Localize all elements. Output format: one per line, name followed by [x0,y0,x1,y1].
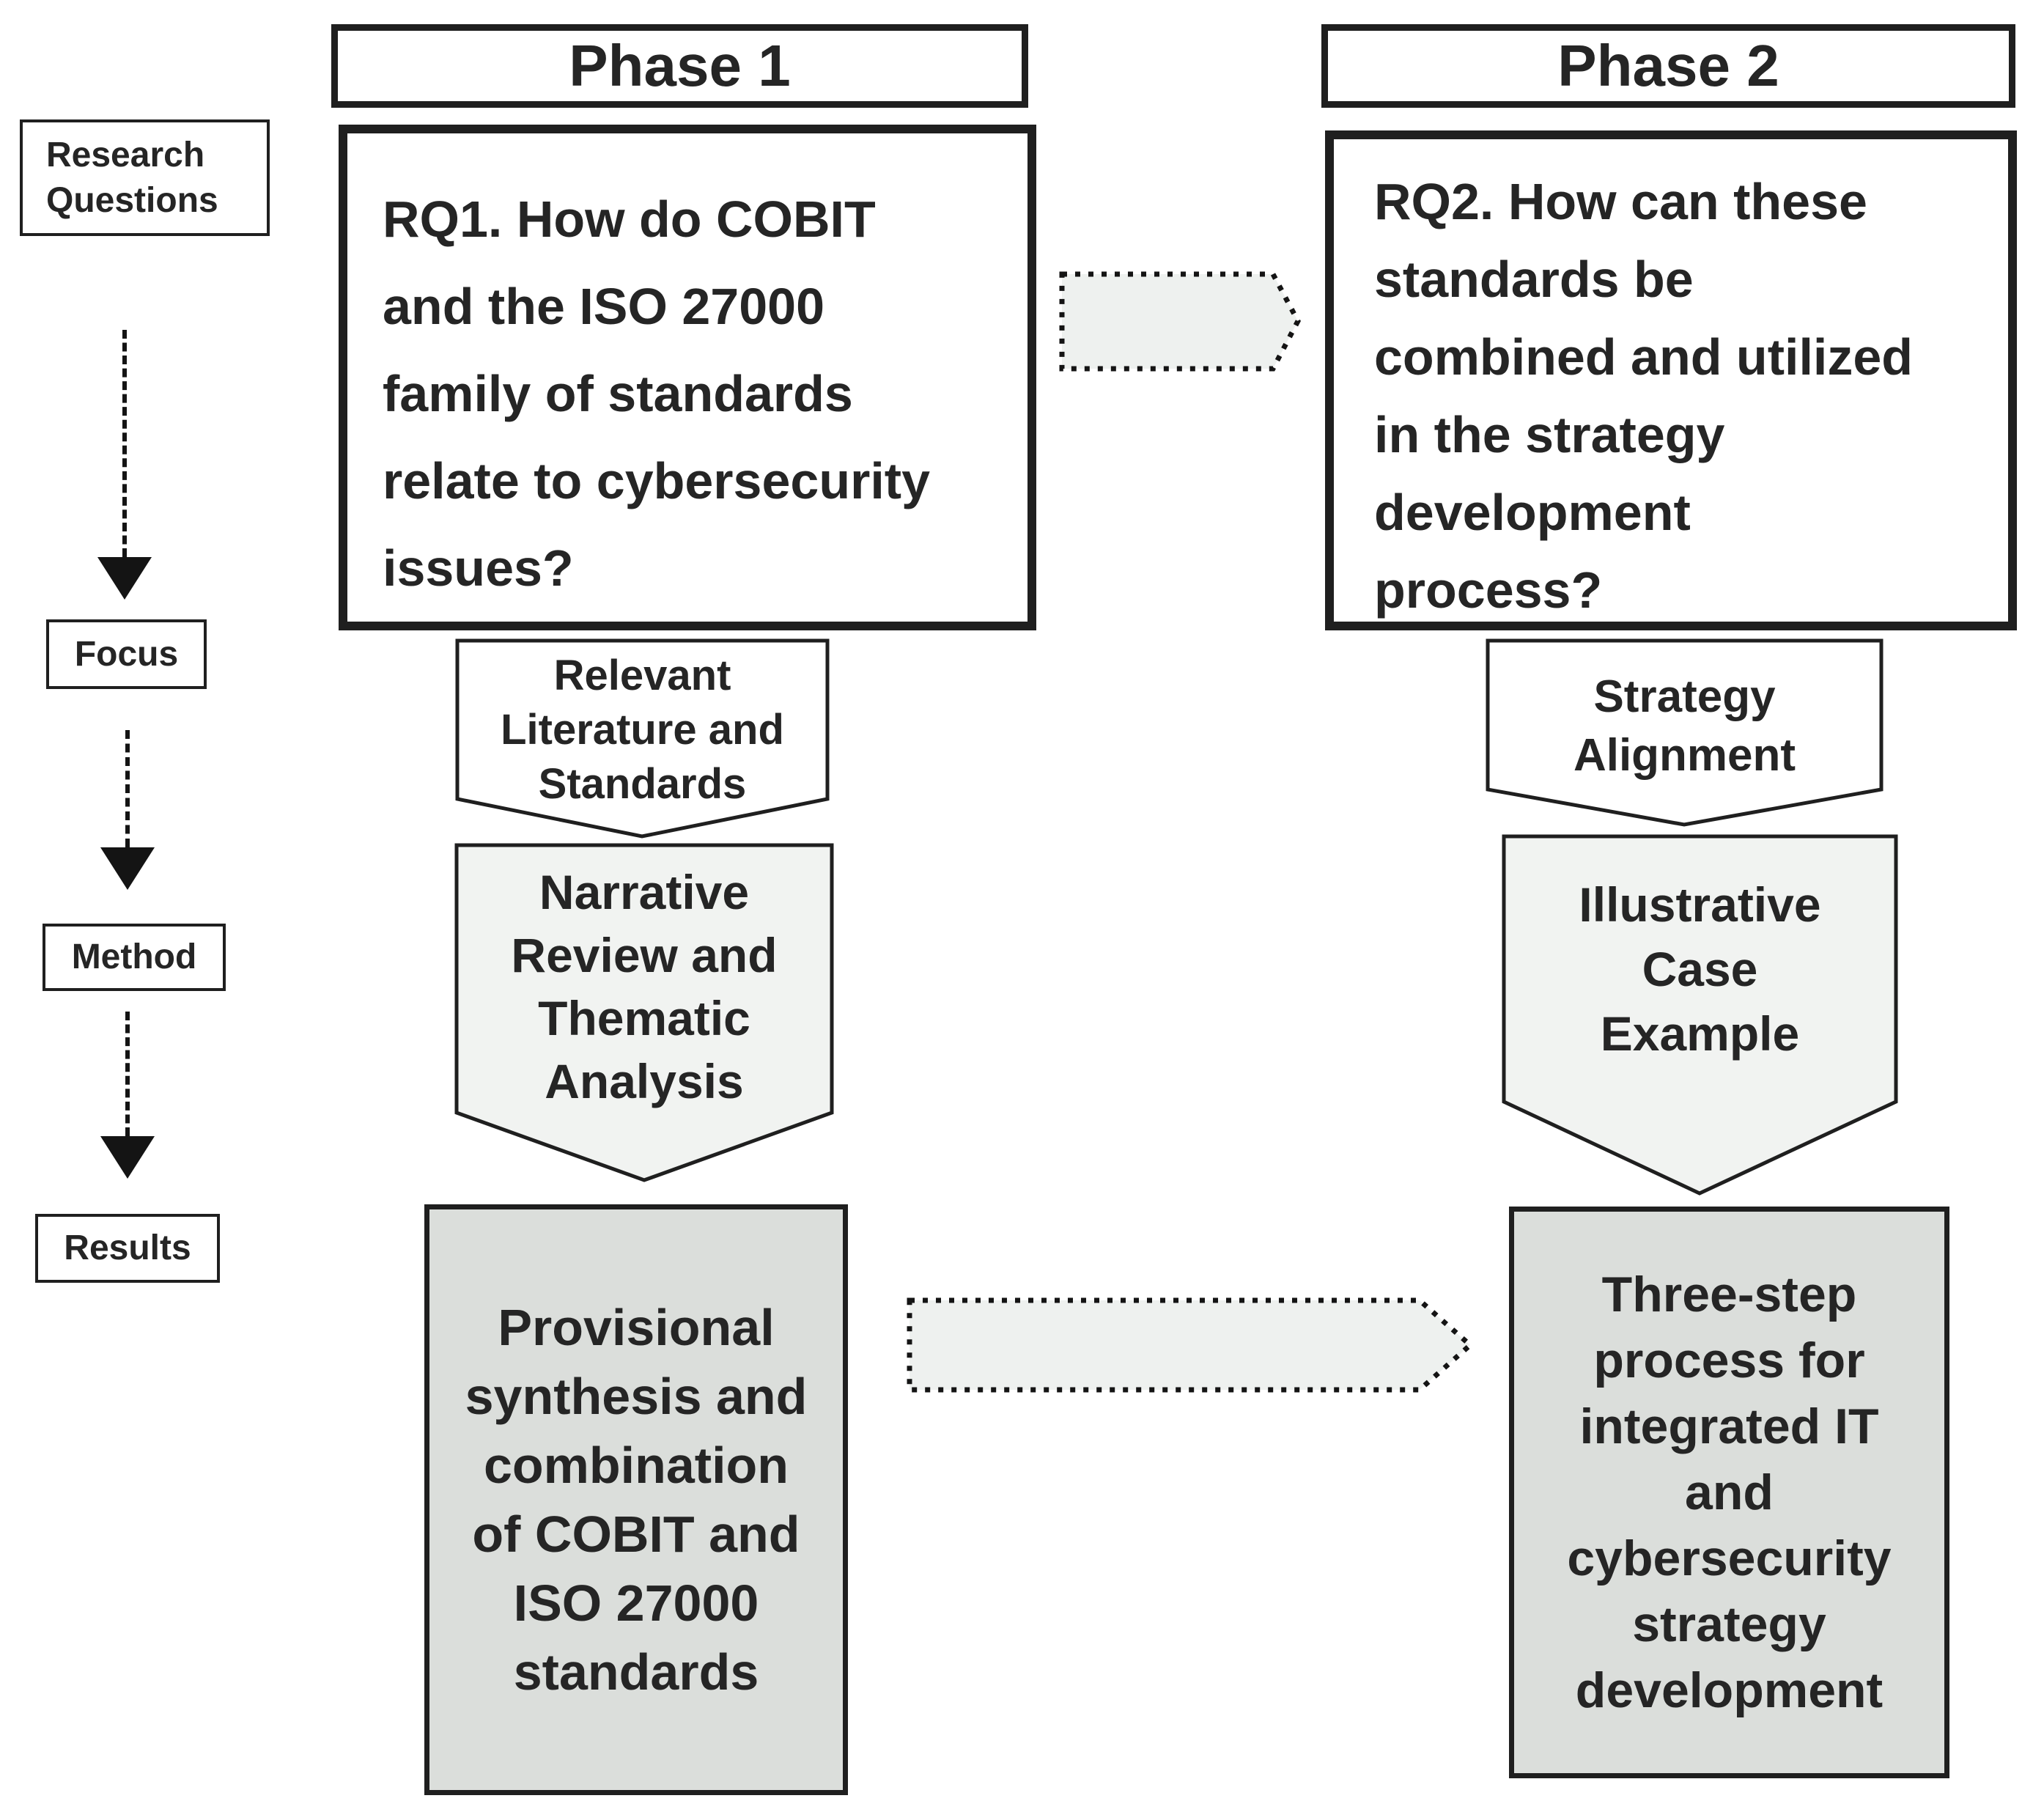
dashed-arrow-down-icon [100,1012,155,1179]
dashed-line [125,730,130,847]
phase1-focus-line: Standards [538,760,747,808]
phase2-focus-pentagon: Strategy Alignment [1486,638,1883,827]
phase1-method-pentagon: Narrative Review and Thematic Analysis [454,843,834,1182]
sidebar-focus-box: Focus [46,619,207,689]
dotted-arrow-right-icon [1059,271,1301,372]
phase2-method-text: Illustrative Case Example [1502,834,1898,1066]
phase2-research-question-text: RQ2. How can these standards be combined… [1334,139,2008,629]
phase2-research-question-box: RQ2. How can these standards be combined… [1325,130,2017,630]
phase1-research-question-text: RQ1. How do COBIT and the ISO 27000 fami… [347,133,1027,612]
rq1-line: and the ISO 27000 [383,278,825,335]
phase1-results-line: synthesis and [465,1368,808,1425]
pentagon-shape-icon [1502,834,1898,1196]
phase1-header-label: Phase 1 [569,33,791,98]
phase1-results-line: of COBIT and [472,1506,800,1563]
rq2-line: development [1374,484,1691,541]
phase1-focus-pentagon: Relevant Literature and Standards [455,638,830,839]
phase2-header: Phase 2 [1321,24,2015,108]
phase2-results-line: Three-step [1601,1267,1857,1322]
phase1-results-line: ISO 27000 [513,1575,759,1632]
pentagon-shape-icon [455,638,830,839]
phase2-results-line: strategy [1632,1596,1826,1652]
pentagon-shape-icon [1486,638,1883,827]
rq2-line: combined and utilized [1374,328,1914,386]
phase2-method-line: Example [1600,1006,1800,1061]
rq1-line: relate to cybersecurity [383,452,931,509]
phase2-results-text: Three-step process for integrated IT and… [1567,1262,1891,1723]
sidebar-results-box: Results [35,1214,220,1283]
arrowhead-down-icon [100,1136,155,1179]
phase1-method-line: Narrative [539,865,750,919]
rq2-line: RQ2. How can these [1374,173,1867,230]
dashed-line [122,330,127,557]
phase1-method-line: Thematic [538,991,750,1045]
phase2-results-line: development [1575,1662,1883,1718]
phase1-results-text: Provisional synthesis and combination of… [465,1293,808,1706]
rq2-line: in the strategy [1374,406,1725,463]
sidebar-focus-label: Focus [74,634,179,674]
phase2-method-line: Case [1642,942,1758,996]
phase2-results-line: integrated IT [1579,1399,1879,1454]
rq2-line: standards be [1374,251,1694,308]
phase2-method-line: Illustrative [1579,877,1821,932]
phase1-focus-line: Literature and [501,706,784,754]
sidebar-results-label: Results [64,1229,191,1267]
dashed-arrow-down-icon [97,330,152,600]
phase1-focus-text: Relevant Literature and Standards [455,638,830,811]
rq1-line: family of standards [383,365,853,422]
phase1-results-line: combination [483,1437,789,1494]
sidebar-research-questions-box: Research Questions [20,119,270,236]
sidebar-method-box: Method [43,924,226,991]
phase1-method-line: Analysis [545,1054,744,1108]
rq2-line: process? [1374,561,1603,619]
sidebar-research-questions-label: Research Questions [46,135,218,220]
arrowhead-down-icon [97,557,152,600]
phase2-results-box: Three-step process for integrated IT and… [1509,1207,1949,1778]
phase1-method-text: Narrative Review and Thematic Analysis [454,843,834,1113]
phase2-results-line: process for [1593,1333,1865,1388]
phase2-focus-text: Strategy Alignment [1486,638,1883,785]
phase1-results-line: standards [513,1643,759,1701]
phase2-results-line: cybersecurity [1567,1531,1892,1586]
dashed-line [125,1012,130,1136]
phase2-method-pentagon: Illustrative Case Example [1502,834,1898,1196]
phase2-header-label: Phase 2 [1557,33,1779,98]
phase1-focus-line: Relevant [553,652,731,699]
sidebar-method-label: Method [71,938,197,976]
phase1-research-question-box: RQ1. How do COBIT and the ISO 27000 fami… [339,125,1036,630]
rq1-line: RQ1. How do COBIT [383,191,876,248]
phase2-results-line: and [1685,1465,1774,1520]
phase2-focus-line: Alignment [1573,730,1796,781]
rq1-line: issues? [383,539,574,597]
phase1-header: Phase 1 [331,24,1028,108]
pentagon-shape-icon [454,843,834,1182]
phase2-focus-line: Strategy [1593,671,1776,722]
arrowhead-down-icon [100,847,155,890]
dotted-arrow-right-icon [907,1297,1473,1393]
phase1-results-line: Provisional [498,1299,775,1356]
phase1-method-line: Review and [511,928,778,982]
dashed-arrow-down-icon [100,730,155,890]
phase1-results-box: Provisional synthesis and combination of… [424,1204,848,1795]
